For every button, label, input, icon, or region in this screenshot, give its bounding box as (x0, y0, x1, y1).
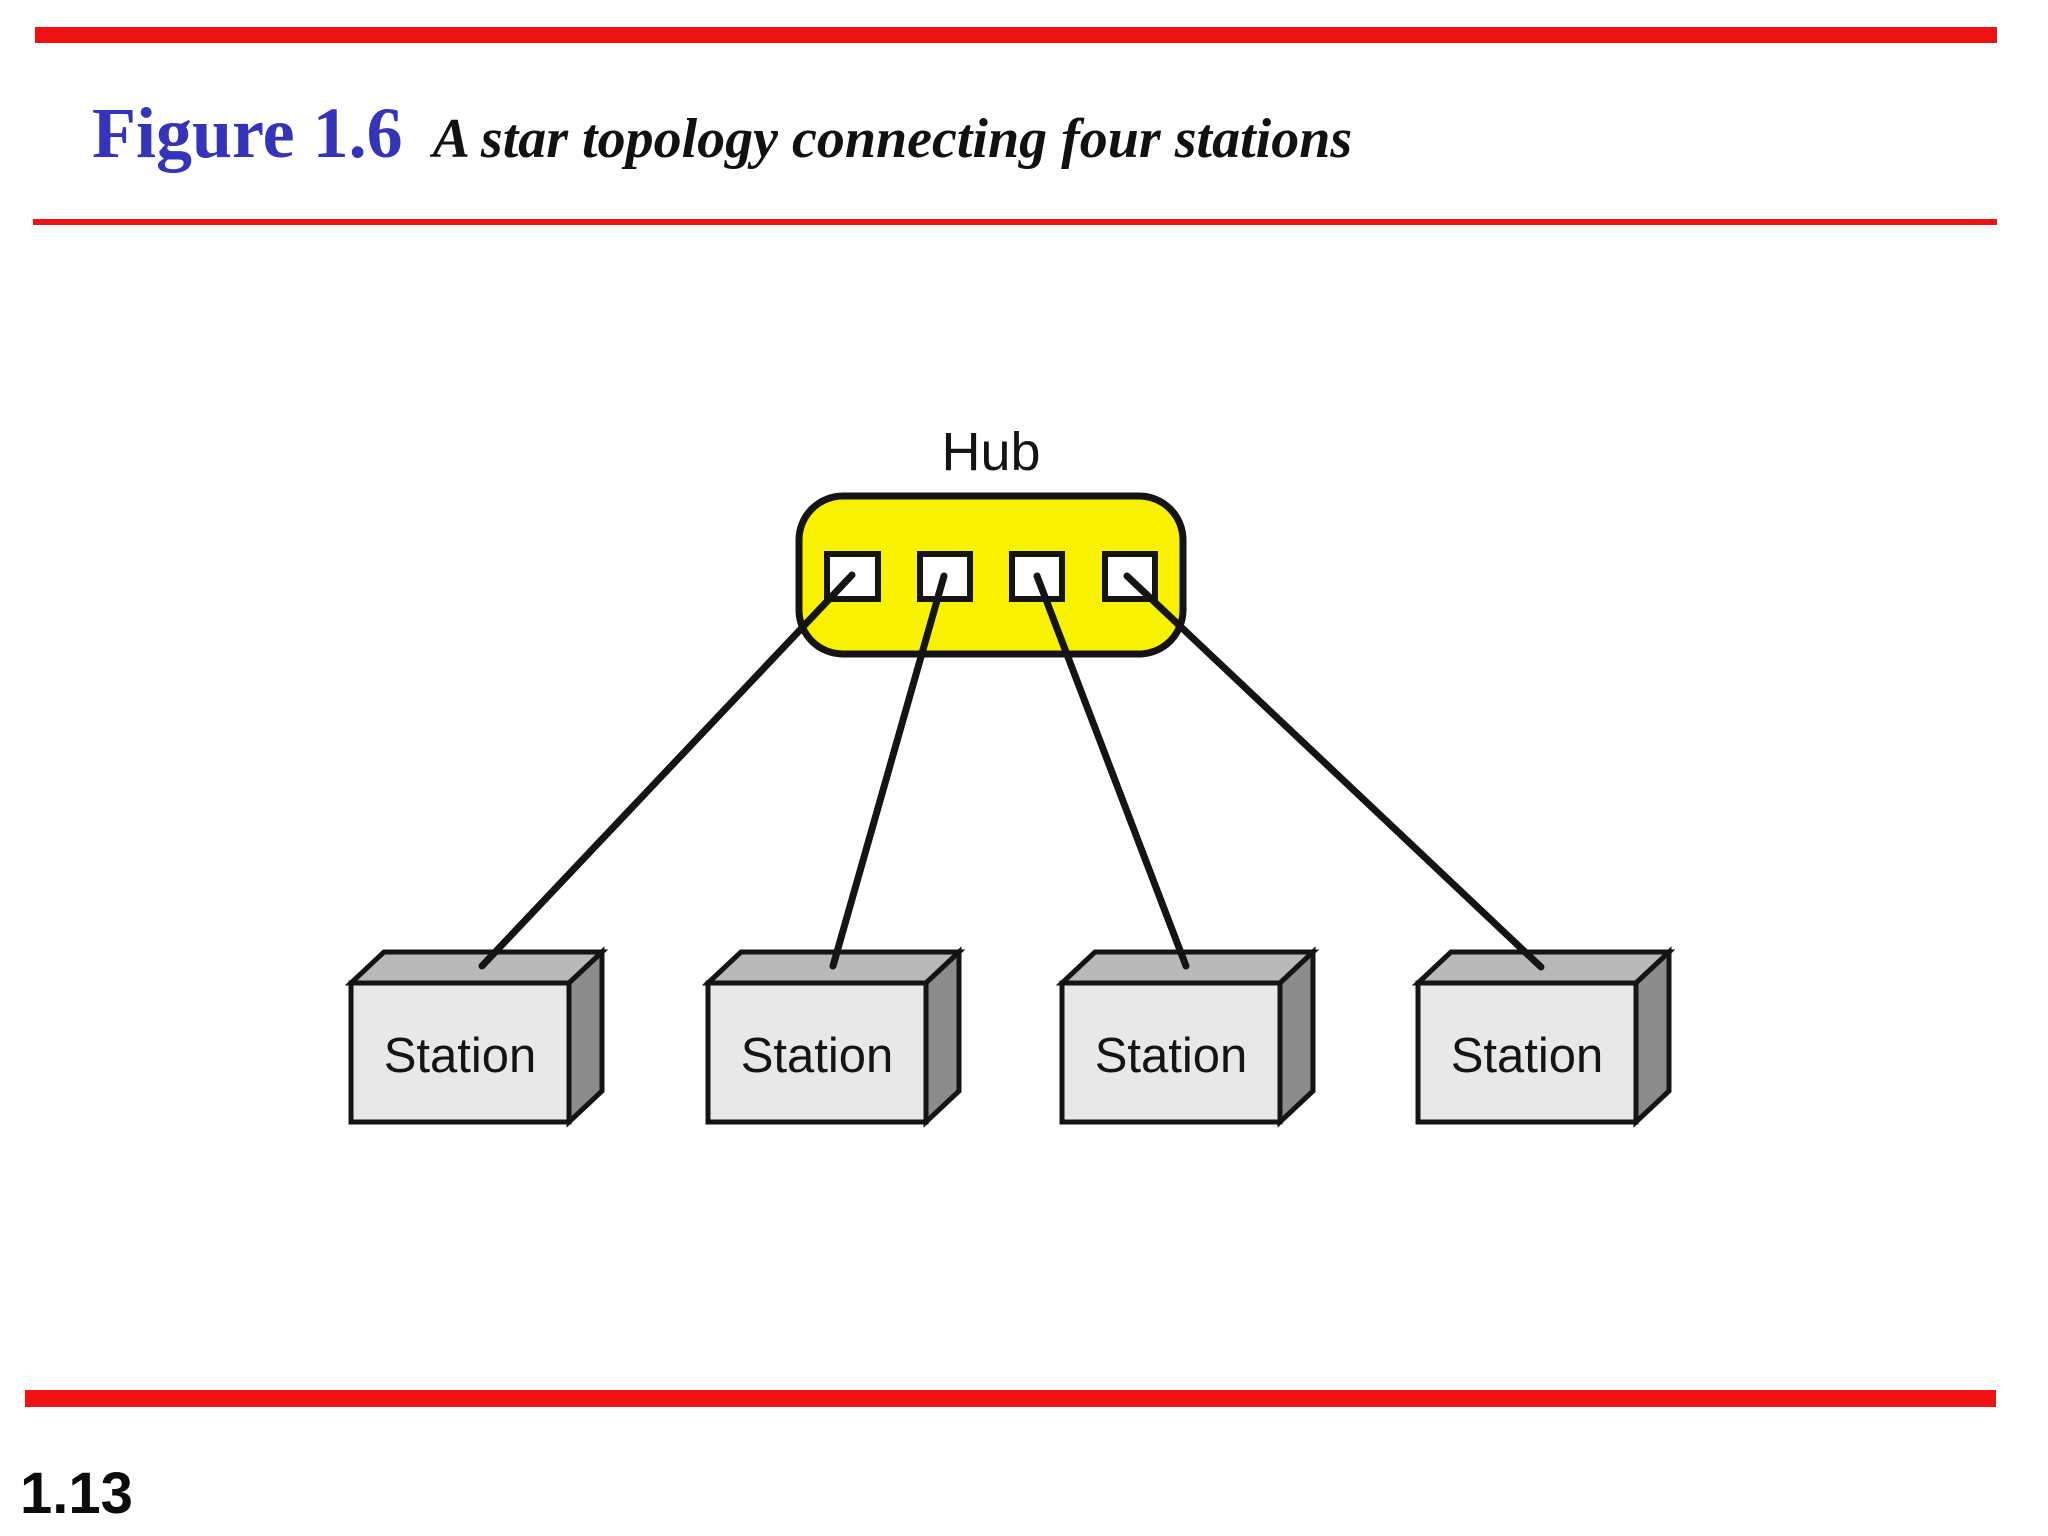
page-number: 1.13 (20, 1461, 133, 1526)
connection-line-4 (1123, 572, 1545, 971)
station-1-side-face (566, 946, 605, 1128)
station-3-front-face (1059, 980, 1283, 1125)
station-3-side-face (1277, 946, 1316, 1128)
figure-title-row: Figure 1.6 A star topology connecting fou… (92, 92, 1352, 175)
station-1-top-face (344, 949, 609, 986)
connection-line-2 (829, 572, 948, 970)
connection-line-3 (1033, 572, 1190, 970)
bottom-red-rule (25, 1390, 1996, 1407)
hub-label: Hub (941, 422, 1040, 482)
station-4-label: Station (1451, 1029, 1604, 1083)
station-box-2 (701, 946, 966, 1128)
station-2-side-face (923, 946, 962, 1128)
station-1-front-face (348, 980, 572, 1125)
title-underline-rule (33, 219, 1997, 225)
station-3-label: Station (1095, 1029, 1248, 1083)
connection-line-1 (478, 571, 856, 970)
station-box-1 (344, 946, 609, 1128)
station-2-label: Station (741, 1029, 894, 1083)
station-4-side-face (1633, 946, 1672, 1128)
figure-caption: A star topology connecting four stations (432, 108, 1353, 170)
station-2-front-face (705, 980, 929, 1125)
station-4-front-face (1415, 980, 1639, 1125)
hub-body (795, 492, 1187, 658)
station-1-label: Station (384, 1029, 537, 1083)
top-red-rule (35, 27, 1997, 43)
figure-label: Figure 1.6 (92, 93, 403, 173)
